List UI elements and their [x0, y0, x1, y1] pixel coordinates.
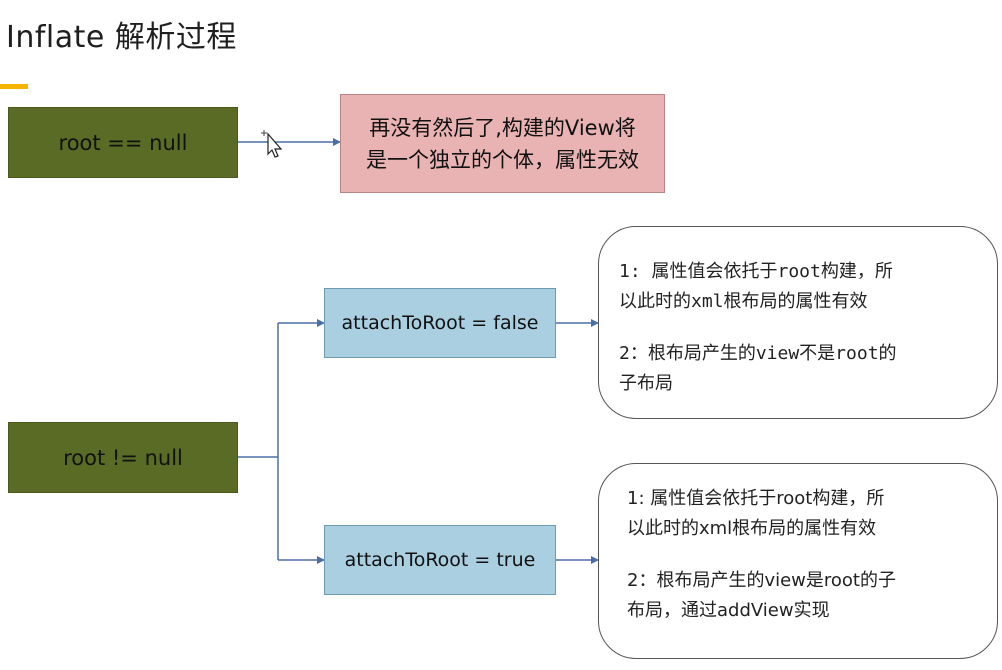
mouse-pointer-icon [261, 130, 283, 158]
note-false-p1-line1: 1: 属性值会依托于root构建，所 [619, 261, 893, 282]
node-root-not-null-label: root != null [63, 445, 183, 470]
result-line-2: 是一个独立的个体，属性无效 [366, 147, 639, 172]
note-true-p2-line1: 2：根布局产生的view是root的子 [627, 570, 896, 591]
note-true-p1-line1: 1: 属性值会依托于root构建，所 [627, 488, 885, 509]
node-root-null: root == null [8, 107, 238, 178]
node-attach-true-label: attachToRoot = true [344, 549, 536, 571]
note-false-p2-line1: 2：根布局产生的view不是root的 [619, 343, 897, 364]
node-root-null-result: 再没有然后了,构建的View将 是一个独立的个体，属性无效 [340, 94, 665, 193]
node-attach-true: attachToRoot = true [324, 525, 556, 595]
node-attach-false-label: attachToRoot = false [341, 312, 539, 334]
note-false-p2-line2: 子布局 [619, 373, 673, 394]
node-attach-false: attachToRoot = false [324, 288, 556, 358]
result-line-1: 再没有然后了,构建的View将 [369, 115, 636, 140]
note-attach-true: 1: 属性值会依托于root构建，所 以此时的xml根布局的属性有效 2：根布局… [598, 463, 998, 659]
note-attach-false: 1: 属性值会依托于root构建，所 以此时的xml根布局的属性有效 2：根布局… [598, 226, 998, 419]
node-root-null-label: root == null [58, 130, 188, 155]
note-true-p2-line2: 布局，通过addView实现 [627, 600, 830, 621]
title-accent-bar [0, 84, 28, 89]
page-title: Inflate 解析过程 [6, 20, 237, 55]
note-false-p1-line2: 以此时的xml根布局的属性有效 [619, 291, 868, 312]
node-root-not-null: root != null [8, 422, 238, 493]
note-true-p1-line2: 以此时的xml根布局的属性有效 [627, 518, 877, 539]
